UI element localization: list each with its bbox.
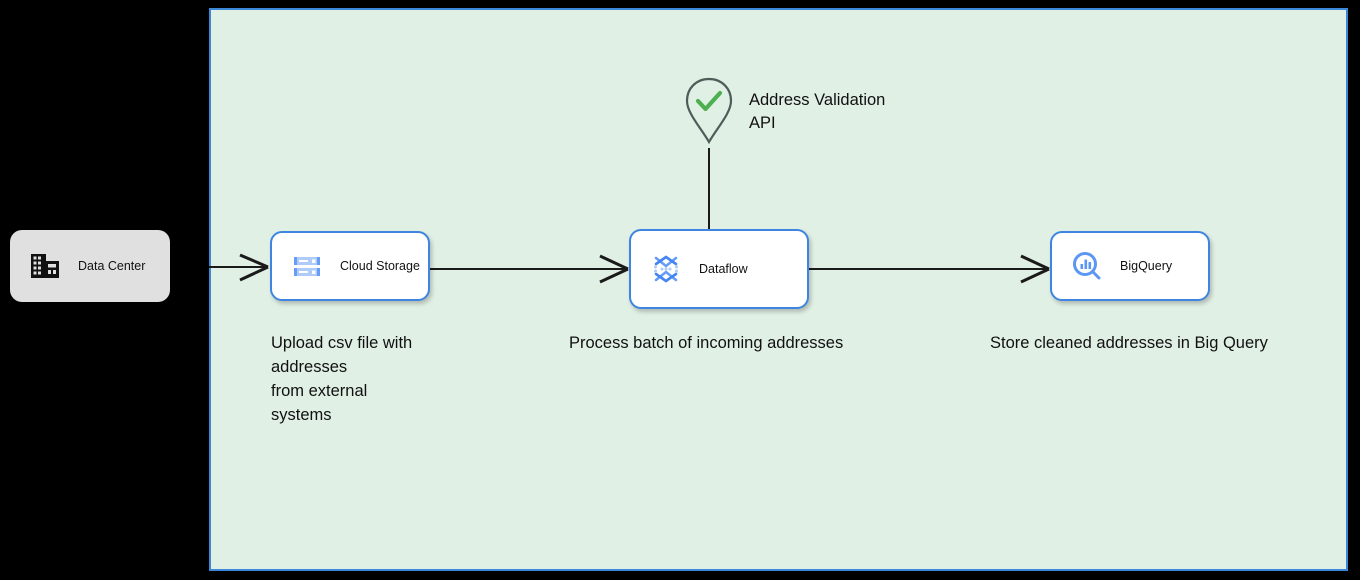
node-dataflow-label: Dataflow [699, 262, 748, 276]
node-dataflow[interactable]: Dataflow [629, 229, 809, 309]
node-address-validation-api[interactable]: Address Validation API [683, 76, 943, 146]
caption-dataflow: Process batch of incoming addresses [569, 334, 844, 352]
node-bigquery-label: BigQuery [1120, 259, 1173, 273]
node-cloud-storage[interactable]: Cloud Storage [270, 231, 430, 301]
node-cloud-storage-label: Cloud Storage [340, 259, 420, 273]
caption-bigquery: Store cleaned addresses in Big Query [990, 334, 1268, 352]
bigquery-icon [1070, 249, 1104, 283]
data-center-building-icon [28, 249, 62, 283]
node-data-center-label: Data Center [78, 259, 146, 273]
caption-cloud-storage: Upload csv file with addresses from exte… [271, 334, 413, 424]
node-data-center[interactable]: Data Center [10, 230, 170, 302]
cloud-storage-icon [290, 249, 324, 283]
map-pin-check-icon [683, 76, 735, 151]
node-address-validation-api-label: Address Validation API [749, 91, 886, 132]
dataflow-icon [649, 252, 683, 286]
node-bigquery[interactable]: BigQuery [1050, 231, 1210, 301]
